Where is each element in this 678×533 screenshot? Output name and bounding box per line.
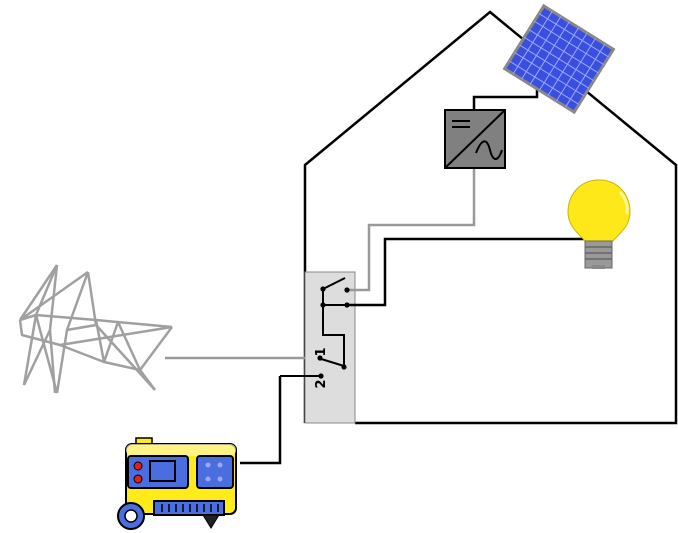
switch-contacts <box>317 286 350 379</box>
transfer-switch-box <box>304 271 356 424</box>
light-bulb-icon <box>567 179 631 269</box>
power-pylon-icon <box>18 264 174 394</box>
generator-wire <box>240 376 282 465</box>
solar-panel-icon <box>502 3 616 115</box>
generator-icon <box>117 437 237 530</box>
solar-dc-wire <box>472 88 539 110</box>
inverter-dc-ac-icon <box>444 109 506 169</box>
transfer-switch-icon <box>280 277 347 377</box>
solar-ac-wire <box>347 168 476 292</box>
switch-label-2: 2 <box>314 379 329 388</box>
load-wire <box>347 237 585 307</box>
switch-label-1: 1 <box>314 347 329 356</box>
